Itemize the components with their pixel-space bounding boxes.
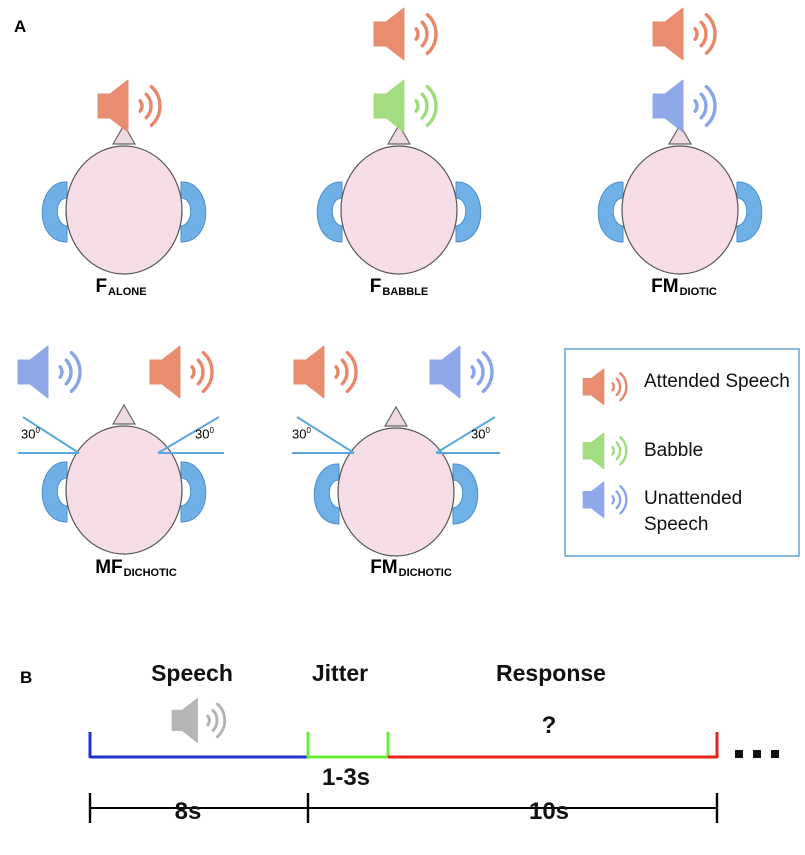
speaker-icon	[97, 79, 162, 133]
ear-icon	[180, 181, 207, 243]
head-icon	[65, 145, 183, 275]
timeline-response-label: Response	[496, 660, 606, 686]
head-icon	[621, 145, 739, 275]
head-icon	[340, 145, 458, 275]
continuation-dot	[753, 750, 761, 758]
speaker-icon	[373, 79, 438, 133]
duration-speech: 8s	[174, 798, 202, 825]
ear-icon	[452, 463, 479, 525]
speaker-icon	[582, 481, 628, 519]
speaker-icon	[582, 368, 628, 406]
timeline-jitter-label: Jitter	[311, 660, 369, 686]
ear-icon	[316, 181, 343, 243]
ear-icon	[597, 181, 624, 243]
nose-icon	[111, 123, 137, 145]
condition-label-fm-dichotic: FMDICHOTIC	[370, 557, 452, 579]
continuation-dot	[771, 750, 779, 758]
panel-label-b: B	[20, 668, 33, 687]
panel-label-a: A	[14, 17, 27, 36]
nose-icon	[386, 123, 412, 145]
ear-icon	[41, 461, 68, 523]
head-f-alone	[41, 123, 207, 275]
ear-icon	[736, 181, 763, 243]
timeline-speech-label: Speech	[151, 660, 233, 686]
speaker-icon	[652, 7, 717, 61]
response-question-mark: ?	[541, 712, 557, 739]
angle-label-left-1: 300	[21, 426, 40, 442]
speaker-icon	[293, 345, 358, 399]
head-icon	[337, 427, 455, 557]
speaker-icon	[582, 432, 628, 470]
angle-label-right-2: 300	[471, 426, 490, 442]
angle-label-left-2: 300	[292, 426, 311, 442]
head-mf-dichotic	[41, 403, 207, 555]
head-fm-diotic	[597, 123, 763, 275]
condition-label-mf-dichotic: MFDICHOTIC	[95, 557, 177, 579]
speaker-icon	[429, 345, 494, 399]
duration-jitter: 1-3s	[321, 764, 371, 791]
ear-icon	[41, 181, 68, 243]
angle-ray	[22, 416, 80, 454]
angle-label-right-1: 300	[195, 426, 214, 442]
condition-label-f-alone: FALONE	[95, 276, 147, 298]
angle-ray	[157, 416, 220, 454]
legend-label-attended: Attended Speech	[644, 371, 790, 392]
duration-response: 10s	[528, 798, 570, 825]
speaker-icon	[652, 79, 717, 133]
nose-icon	[383, 405, 409, 427]
head-f-babble	[316, 123, 482, 275]
legend-label-unattended: Unattended Speech	[644, 488, 743, 535]
ear-icon	[455, 181, 482, 243]
speaker-icon	[171, 697, 227, 743]
condition-label-fm-diotic: FMDIOTIC	[651, 276, 717, 298]
speaker-icon	[17, 345, 82, 399]
continuation-dot	[735, 750, 743, 758]
nose-icon	[667, 123, 693, 145]
ear-icon	[313, 463, 340, 525]
speaker-icon	[149, 345, 214, 399]
ear-icon	[180, 461, 207, 523]
nose-icon	[111, 403, 137, 425]
head-fm-dichotic	[313, 405, 479, 557]
angle-ray	[296, 416, 355, 454]
legend-label-babble: Babble	[644, 440, 704, 461]
head-icon	[65, 425, 183, 555]
speaker-icon	[373, 7, 438, 61]
angle-ray	[435, 416, 496, 454]
condition-label-f-babble: FBABBLE	[369, 276, 429, 298]
